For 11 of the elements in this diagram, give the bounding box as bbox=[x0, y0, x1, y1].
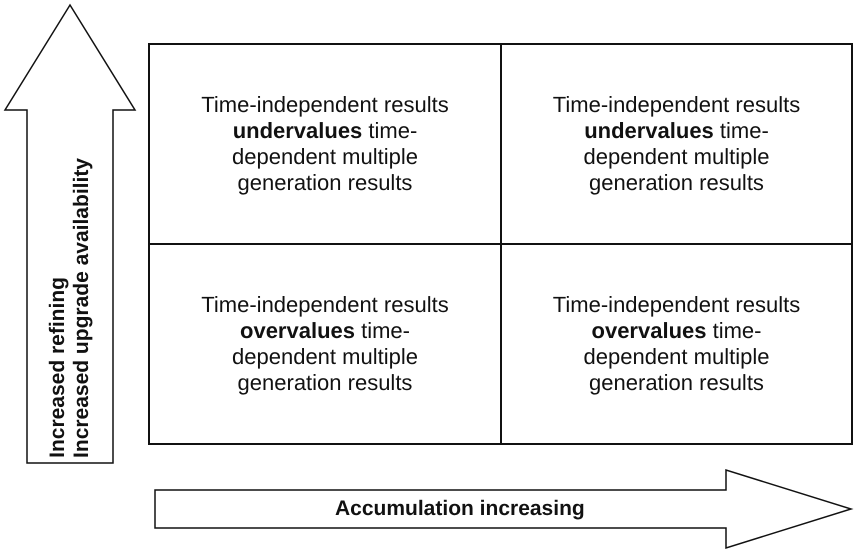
axis-label: Increased upgrade availability bbox=[70, 158, 94, 458]
matrix-cell bbox=[148, 43, 502, 245]
matrix-cell bbox=[500, 243, 853, 445]
cell-text: Time-independent results overvalues time-dependent multiple generation results bbox=[552, 292, 802, 396]
cell-text: Time-independent results undervalues time-dependent multiple generation results bbox=[552, 92, 802, 196]
matrix-cell bbox=[148, 243, 502, 445]
axis-label: Accumulation increasing bbox=[335, 497, 585, 521]
matrix-cell bbox=[500, 43, 853, 245]
cell-text: Time-independent results undervalues time-dependent multiple generation results bbox=[200, 92, 450, 196]
cell-text: Time-independent results overvalues time-dependent multiple generation results bbox=[200, 292, 450, 396]
axis-label: Increased refining bbox=[46, 277, 70, 458]
